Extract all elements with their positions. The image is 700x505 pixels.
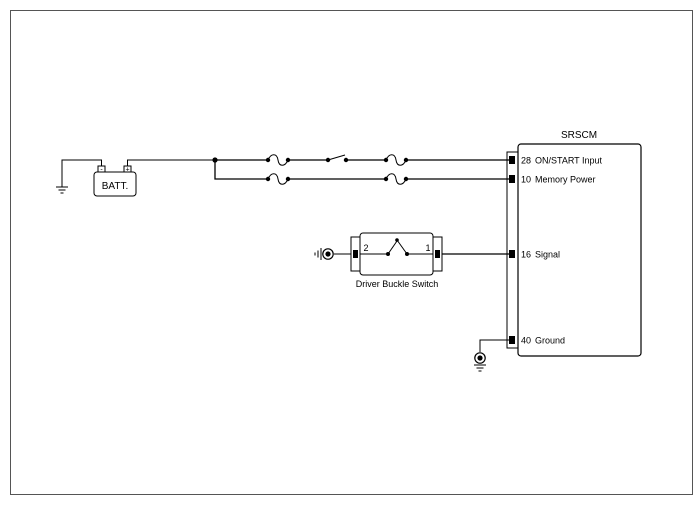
- fuse-icon: [265, 154, 291, 166]
- module-pin: [509, 250, 515, 258]
- module-ground-wire: [479, 339, 511, 352]
- diagram-frame: [10, 10, 693, 495]
- srscm-module: SRSCM 28 ON/START Input 10 Memory Power …: [506, 130, 642, 357]
- fuse-icon: [383, 173, 409, 185]
- battery-neg-label: -: [100, 167, 103, 174]
- memory-power-wire: [214, 160, 511, 180]
- battery-feed-wire: [127, 159, 215, 166]
- pin-label: Ground: [535, 336, 565, 346]
- battery-body: [93, 171, 137, 197]
- fuse-icon: [383, 154, 409, 166]
- chassis-ground-icon: [56, 186, 68, 194]
- battery-pos-label: +: [125, 167, 129, 174]
- pin-number: 28: [521, 156, 531, 166]
- module-pin: [509, 156, 515, 164]
- pin-number: 16: [521, 250, 531, 260]
- battery: - + BATT.: [93, 165, 137, 197]
- pin-number: 40: [521, 336, 531, 346]
- battery-ground-wire: [61, 159, 102, 187]
- pin-label: Memory Power: [535, 175, 596, 185]
- buckle-pin-label: 2: [363, 243, 368, 253]
- pin-number: 10: [521, 175, 531, 185]
- module-ground-icon: [474, 352, 486, 372]
- ignition-switch-icon: [325, 154, 349, 163]
- buckle-pin: [435, 250, 440, 258]
- module-pin: [509, 175, 515, 183]
- buckle-switch: 2 1 Driver Buckle Switch: [350, 232, 443, 289]
- body-ground-icon: [314, 248, 334, 260]
- buckle-pin: [353, 250, 358, 258]
- pin-label: ON/START Input: [535, 156, 603, 166]
- module-pin: [509, 336, 515, 344]
- battery-label: BATT.: [102, 181, 128, 192]
- module-title: SRSCM: [561, 130, 597, 141]
- buckle-pin-label: 1: [425, 243, 430, 253]
- buckle-switch-label: Driver Buckle Switch: [356, 279, 439, 289]
- module-connector: [506, 151, 519, 349]
- pin-label: Signal: [535, 250, 560, 260]
- fuse-icon: [265, 173, 291, 185]
